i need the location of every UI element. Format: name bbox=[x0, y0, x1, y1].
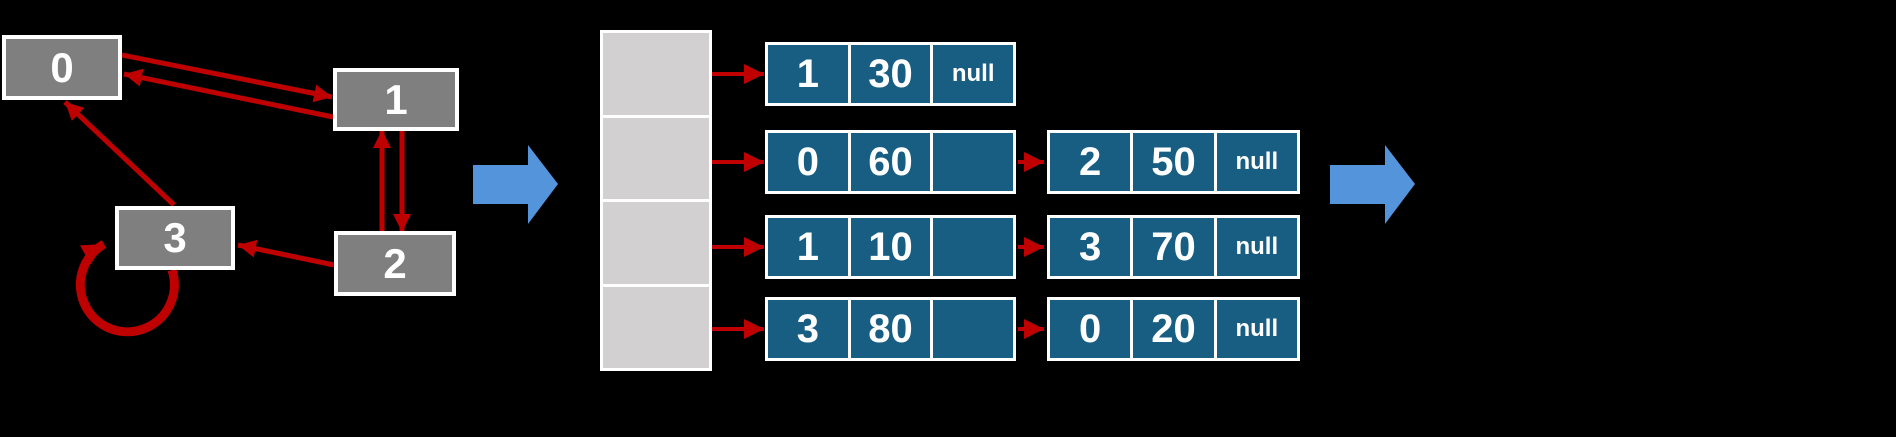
edge-0-to-1 bbox=[121, 52, 333, 103]
transform-arrow-left-icon bbox=[473, 145, 558, 224]
graph-node-label: 3 bbox=[163, 214, 187, 261]
next-pointer-cell bbox=[933, 133, 1014, 191]
vertex-cell: 3 bbox=[1050, 218, 1131, 276]
next-pointer-cell: null bbox=[1216, 218, 1297, 276]
vertex-cell: 0 bbox=[768, 133, 848, 191]
weight-cell: 60 bbox=[850, 133, 931, 191]
next-pointer-cell bbox=[933, 300, 1014, 358]
transform-arrow-right-icon bbox=[1330, 145, 1415, 224]
weight-cell: 10 bbox=[850, 218, 931, 276]
array-slot-0 bbox=[603, 33, 709, 115]
adjacency-array bbox=[600, 30, 712, 371]
vertex-cell: 1 bbox=[768, 45, 848, 103]
edge-2-to-3 bbox=[237, 239, 335, 268]
next-pointer-cell: null bbox=[1216, 300, 1297, 358]
next-pointer-cell: null bbox=[933, 45, 1014, 103]
next-pointer-cell bbox=[933, 218, 1014, 276]
weight-cell: 80 bbox=[850, 300, 931, 358]
graph-node-label: 0 bbox=[50, 43, 74, 91]
next-pointer-cell: null bbox=[1216, 133, 1297, 191]
vertex-cell: 0 bbox=[1050, 300, 1131, 358]
array-slot-3 bbox=[603, 286, 709, 368]
graph-node-1: 1 bbox=[333, 68, 459, 131]
graph-node-label: 1 bbox=[384, 75, 408, 123]
vertex-cell: 2 bbox=[1050, 133, 1131, 191]
edge-3-to-0 bbox=[63, 100, 176, 207]
weight-cell: 70 bbox=[1133, 218, 1214, 276]
graph-node-3: 3 bbox=[115, 206, 235, 270]
graph-node-label: 2 bbox=[383, 239, 407, 287]
weight-cell: 50 bbox=[1133, 133, 1214, 191]
weight-cell: 20 bbox=[1133, 300, 1214, 358]
graph-node-0: 0 bbox=[2, 35, 122, 100]
array-slot-1 bbox=[603, 117, 709, 199]
weight-cell: 30 bbox=[850, 45, 931, 103]
self-loop-edge-3 bbox=[75, 240, 179, 337]
array-slot-2 bbox=[603, 202, 709, 284]
graph-node-2: 2 bbox=[334, 231, 456, 296]
vertex-cell: 1 bbox=[768, 218, 848, 276]
vertex-cell: 3 bbox=[768, 300, 848, 358]
edge-1-to-0 bbox=[123, 68, 334, 120]
